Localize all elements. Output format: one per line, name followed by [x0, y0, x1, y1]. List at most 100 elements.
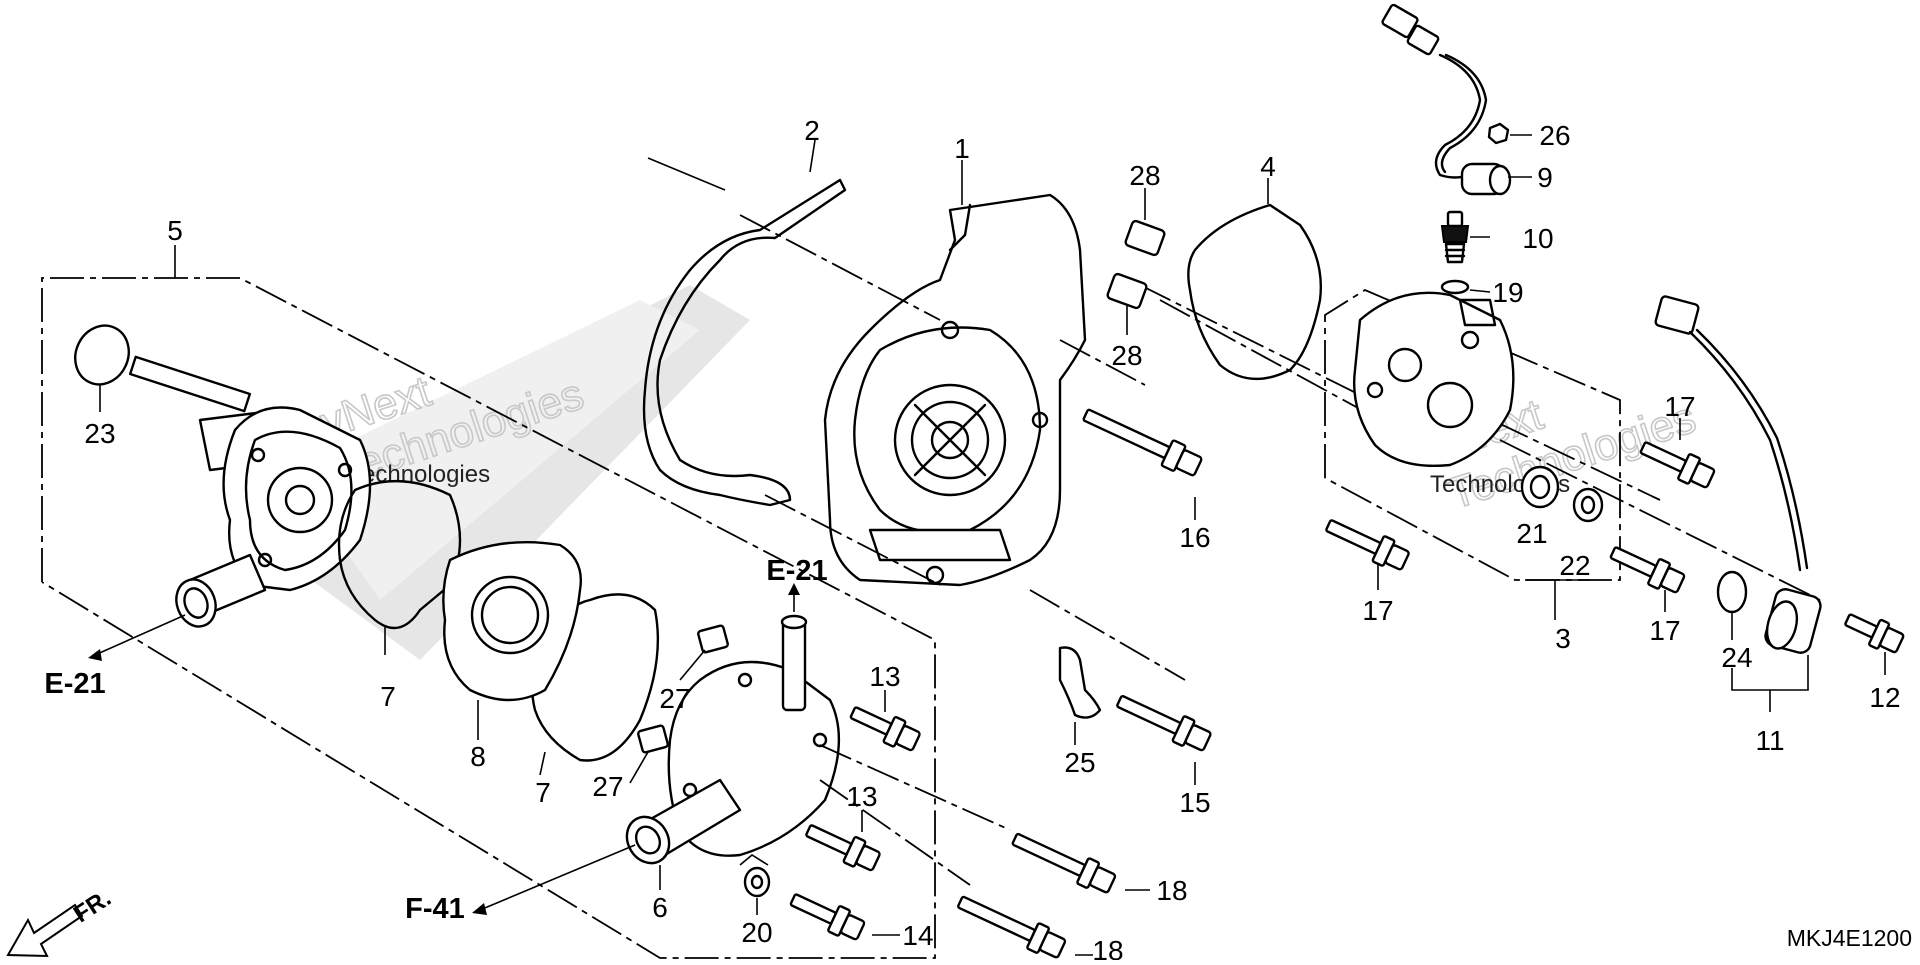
- o-ring-23: [74, 324, 130, 386]
- callout-14: 14: [902, 920, 933, 951]
- callout-26: 26: [1539, 120, 1570, 151]
- callout-12: 12: [1869, 682, 1900, 713]
- projection-line-11: [1499, 439, 1821, 601]
- callout-19: 19: [1492, 277, 1523, 308]
- crankcase-cover-1: [823, 193, 1087, 587]
- mark-20: [739, 854, 769, 866]
- temperature-sensor-10: [1440, 210, 1470, 264]
- callout-1: 1: [954, 133, 970, 164]
- arrow-e21-left: [94, 614, 186, 656]
- ref-e21-top: E-21: [766, 555, 827, 587]
- bolt-17-left: [1325, 519, 1410, 571]
- group-bracket-5: [41, 277, 936, 959]
- bolt-13-lower: [805, 824, 881, 872]
- projection-line-28b: [1159, 299, 1381, 421]
- water-pump-cover-6: [625, 614, 841, 865]
- callout-8: 8: [470, 741, 486, 772]
- leader-7b: [539, 751, 546, 776]
- callout-27-upper: 27: [659, 683, 690, 714]
- projection-line-2: [739, 214, 941, 321]
- group-bracket-3: [1324, 288, 1621, 581]
- arrow-f41: [479, 844, 636, 911]
- projection-line-28a: [1139, 284, 1371, 401]
- ref-e21-left: E-21: [44, 668, 105, 700]
- washer-19: [1440, 279, 1470, 295]
- bolt-16: [1082, 408, 1203, 477]
- bolt-14: [789, 893, 866, 941]
- callout-2: 2: [804, 115, 820, 146]
- callout-23: 23: [84, 418, 115, 449]
- callout-18-upper: 18: [1156, 875, 1187, 906]
- callout-13-upper: 13: [869, 661, 900, 692]
- callout-15: 15: [1179, 787, 1210, 818]
- bolt-18-lower: [957, 895, 1067, 959]
- projection-line-16: [1059, 339, 1146, 386]
- callout-7-lower: 7: [535, 777, 551, 808]
- gasket-7-upper: [337, 479, 462, 630]
- callout-27-lower: 27: [592, 771, 623, 802]
- plate-8: [442, 540, 582, 702]
- bearing-21: [1520, 465, 1560, 509]
- leader-27b: [629, 751, 649, 784]
- callout-28-lower: 28: [1111, 340, 1142, 371]
- o-ring-24: [1716, 570, 1748, 614]
- arrow-head-f41: [472, 903, 487, 915]
- bolt-15: [1116, 695, 1212, 752]
- projection-line-25: [1029, 589, 1186, 681]
- nut-26: [1487, 122, 1510, 145]
- callout-10: 10: [1522, 223, 1553, 254]
- projection-line-18b: [819, 779, 971, 886]
- callout-28-upper: 28: [1129, 160, 1160, 191]
- callout-20: 20: [741, 917, 772, 948]
- clamp-25: [1058, 646, 1102, 719]
- water-pump-body: [128, 355, 372, 628]
- bolt-13-upper: [849, 706, 921, 752]
- callout-25: 25: [1064, 747, 1095, 778]
- gasket-2: [642, 178, 847, 507]
- projection-shading-light: [290, 300, 700, 600]
- leader-2: [809, 139, 816, 173]
- projection-line-top: [647, 157, 726, 191]
- arrow-head-e21-left: [88, 649, 102, 661]
- bolt-17-right: [1609, 546, 1686, 594]
- callout-17-right: 17: [1649, 615, 1680, 646]
- projection-line-17: [1449, 399, 1661, 501]
- dowel-pin-28-upper: [1124, 219, 1166, 257]
- front-direction-arrow: [6, 903, 84, 958]
- callout-13-lower: 13: [846, 781, 877, 812]
- projection-line-gasket: [764, 494, 941, 586]
- bolt-12: [1844, 613, 1905, 654]
- arrow-head-e21-top: [788, 583, 800, 595]
- callout-4: 4: [1260, 151, 1276, 182]
- bolt-18-upper: [1011, 832, 1117, 894]
- pulse-sensor-11: [1654, 295, 1822, 654]
- ref-f41: F-41: [405, 893, 465, 925]
- dowel-pin-28-lower: [1106, 272, 1148, 310]
- dowel-pin-27-lower: [637, 724, 669, 754]
- callout-6: 6: [652, 892, 668, 923]
- front-direction-label: FR.: [69, 885, 116, 929]
- callout-21: 21: [1516, 518, 1547, 549]
- leader-19: [1469, 289, 1491, 293]
- projection-line-18a: [819, 744, 1011, 831]
- callout-17-upper: 17: [1664, 391, 1695, 422]
- callout-11: 11: [1755, 725, 1784, 756]
- oil-seal-22: [1572, 487, 1604, 523]
- callout-16: 16: [1179, 522, 1210, 553]
- callout-9: 9: [1537, 162, 1553, 193]
- callout-3: 3: [1555, 623, 1571, 654]
- washer-20: [743, 866, 771, 898]
- callout-18-lower: 18: [1092, 935, 1123, 960]
- dowel-pin-27-upper: [697, 624, 729, 654]
- callout-7-upper: 7: [380, 681, 396, 712]
- drawing-code: MKJ4E1200: [1787, 925, 1912, 951]
- callout-5: 5: [167, 215, 183, 246]
- gasket-4: [1187, 203, 1322, 381]
- sensor-harness-9: [1381, 3, 1512, 196]
- callout-24: 24: [1721, 642, 1752, 673]
- leader-27a: [679, 649, 706, 681]
- callout-22: 22: [1559, 550, 1590, 581]
- callout-17-left: 17: [1362, 595, 1393, 626]
